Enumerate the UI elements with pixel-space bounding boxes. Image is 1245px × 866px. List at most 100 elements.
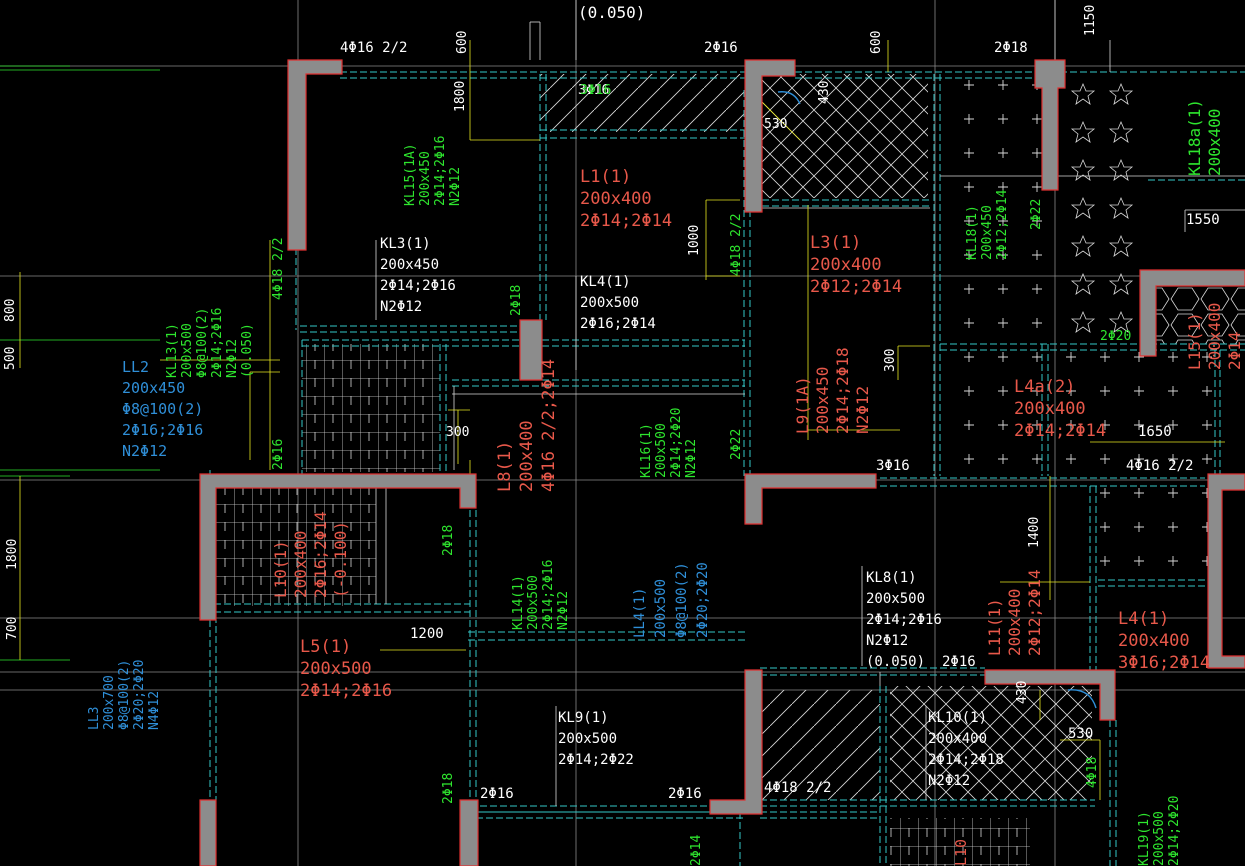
annotation-g-2phi22a: 2Φ22 — [1029, 199, 1044, 230]
corner-mark — [1067, 689, 1097, 709]
slab-hatching — [214, 74, 1245, 866]
annotation-dim-1800a: 1800 — [453, 81, 468, 112]
annotation-text: 530 — [1068, 726, 1093, 742]
annotation-dim-800: 800 — [3, 299, 18, 322]
annotation-text: L11(1)200x4002Φ12;2Φ14 — [985, 569, 1044, 656]
annotation-text: (0.050) — [578, 3, 645, 22]
annotation-line: N2Φ12 — [853, 386, 872, 434]
annotation-line: 2Φ14;2Φ14 — [1014, 421, 1106, 441]
shear-wall — [459, 799, 479, 866]
annotation-line: L3(1) — [810, 233, 861, 253]
annotation-dim-600a: 600 — [455, 31, 470, 54]
annotation-text: 1800 — [453, 81, 468, 112]
annotation-line: 200x450 — [122, 379, 185, 397]
annotation-line: LL2 — [122, 358, 149, 376]
shear-wall — [1034, 59, 1066, 191]
annotation-line: 200x450 — [813, 367, 832, 434]
annotation-line: (0.050) — [866, 654, 925, 670]
annotation-line: 2Φ22 — [729, 429, 744, 460]
annotation-line: 2Φ14;2Φ16 — [866, 612, 942, 628]
annotation-line: 2Φ14;2Φ18 — [833, 347, 852, 434]
annotation-line: Φ8@100(2) — [122, 400, 203, 418]
annotation-text: 2Φ14 — [689, 835, 704, 866]
annotation-line: 4Φ18 2/2 — [271, 237, 286, 300]
annotation-dim-1800b: 1800 — [5, 539, 20, 570]
annotation-line: L10 — [952, 839, 970, 866]
annotation-text: 2Φ18 — [441, 525, 456, 556]
annotation-dim-1400: 1400 — [1027, 517, 1042, 548]
annotation-top-2phi16: 2Φ16 — [704, 40, 738, 56]
annotation-mid-4phi16: 4Φ16 2/2 — [1126, 458, 1193, 474]
annotation-line: 1000 — [687, 225, 702, 256]
annotation-line: (-0.100) — [331, 521, 350, 598]
annotation-line: 200x500 — [300, 659, 372, 679]
annotation-line: L1(1) — [580, 167, 631, 187]
annotation-text: 300 — [446, 425, 469, 440]
annotation-dim-600b: 600 — [869, 31, 884, 54]
annotation-line: KL19(1) — [1137, 811, 1152, 866]
annotation-line: 2Φ12;2Φ14 — [995, 189, 1010, 260]
annotation-text: KL18(1)200x4502Φ12;2Φ14 — [965, 189, 1010, 260]
annotation-line: 2Φ14;2Φ16 — [210, 308, 225, 378]
annotation-line: L11(1) — [985, 598, 1004, 656]
annotation-kl16: KL16(1)200x5002Φ14;2Φ20N2Φ12 — [639, 408, 699, 478]
annotation-line: 2Φ14;2Φ18 — [928, 752, 1004, 768]
shear-wall — [287, 59, 343, 251]
annotation-l11: L11(1)200x4002Φ12;2Φ14 — [985, 569, 1044, 656]
annotation-dim-1650: 1650 — [1138, 424, 1172, 440]
annotation-line: 2Φ18 — [441, 525, 456, 556]
shear-wall — [744, 473, 877, 525]
annotation-g-3phi16: 3Φ16 — [580, 83, 611, 98]
annotation-g-2phi20: 2Φ20 — [1100, 329, 1131, 344]
annotation-line: LL3 — [87, 707, 102, 730]
annotation-bot-4phi18: 4Φ18 2/2 — [764, 780, 831, 796]
annotation-line: 4Φ16 2/2 — [340, 40, 407, 56]
annotation-line: 1200 — [410, 626, 444, 642]
annotation-text: 1650 — [1138, 424, 1172, 440]
annotation-text: 530 — [764, 117, 787, 132]
annotation-line: 2Φ18 — [509, 285, 524, 316]
annotation-text: 2Φ16 — [480, 786, 514, 802]
annotation-dim-1200: 1200 — [410, 626, 444, 642]
shear-wall — [744, 59, 796, 213]
annotation-line: 3Φ16 — [876, 458, 910, 474]
annotation-line: 300 — [883, 349, 898, 372]
annotation-text: 2Φ20 — [1100, 329, 1131, 344]
annotation-line: 2Φ14;2Φ20 — [669, 408, 684, 478]
annotation-text: KL18a(1)200x400 — [1185, 99, 1224, 176]
shear-wall — [1139, 269, 1245, 357]
annotation-line: 200x400 — [1205, 303, 1224, 370]
annotation-text: 800 — [3, 299, 18, 322]
annotation-text: KL19(1)200x5002Φ14;2Φ20 — [1137, 796, 1182, 866]
annotation-text: 2Φ16 — [704, 40, 738, 56]
annotation-line: 2Φ20;2Φ20 — [132, 660, 147, 730]
annotation-text: 4Φ16 2/2 — [1126, 458, 1193, 474]
annotation-line: 2Φ18 — [441, 773, 456, 804]
slab-hatch — [943, 74, 1061, 344]
annotation-line: KL9(1) — [558, 710, 609, 726]
annotation-text: 4Φ18 2/2 — [271, 237, 286, 300]
annotation-line: 2Φ14;2Φ16 — [433, 136, 448, 206]
annotation-line: 1650 — [1138, 424, 1172, 440]
annotation-line: 4Φ16 2/2;2Φ14 — [539, 359, 559, 492]
annotation-line: 200x400 — [517, 420, 537, 492]
annotation-line: 2Φ16 — [942, 654, 976, 670]
annotation-text: 3Φ16 — [876, 458, 910, 474]
annotation-line: 2Φ16 — [668, 786, 702, 802]
annotation-text: 2Φ18 — [509, 285, 524, 316]
annotation-text: 1550 — [1186, 212, 1220, 228]
annotation-line: 2Φ12;2Φ14 — [810, 277, 902, 297]
dimension-lines — [19, 0, 1245, 806]
annotation-text: 4Φ18 — [1085, 757, 1100, 788]
annotation-mid-3phi16: 3Φ16 — [876, 458, 910, 474]
